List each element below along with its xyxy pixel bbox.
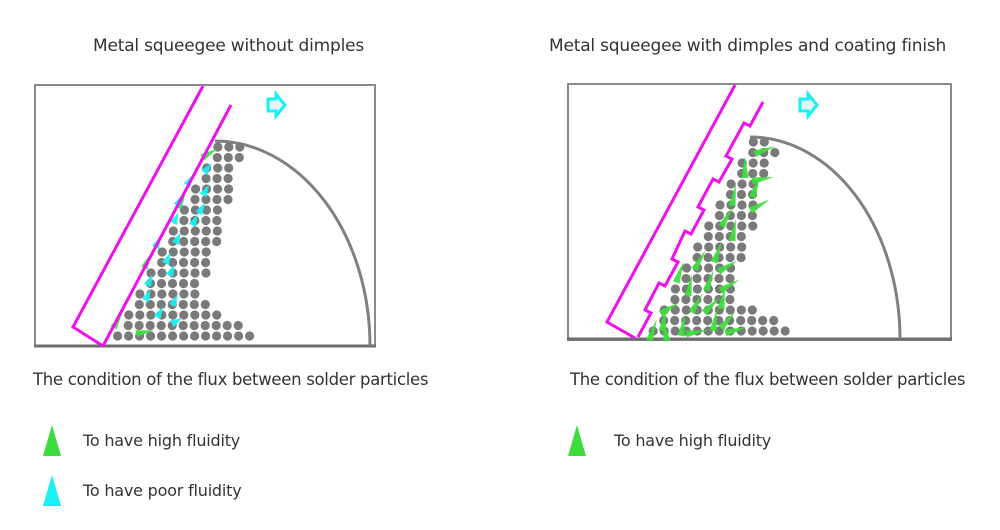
solder-particles — [113, 142, 255, 341]
squeegee-smooth — [71, 85, 233, 348]
left-diagram — [34, 84, 376, 348]
direction-arrow-icon — [266, 89, 287, 121]
cyan-triangle-icon — [43, 475, 61, 506]
legend-label: To have high fluidity — [614, 431, 772, 450]
right-panel-title: Metal squeegee with dimples and coating … — [549, 36, 947, 56]
flux-indicators — [645, 146, 776, 342]
left-legend-high: To have high fluidity — [43, 425, 240, 456]
left-caption: The condition of the flux between solder… — [33, 370, 429, 389]
right-frame — [567, 83, 952, 341]
left-solder-arc — [214, 139, 372, 347]
legend-label: To have poor fluidity — [83, 481, 242, 500]
right-legend-high: To have high fluidity — [568, 425, 771, 456]
direction-arrow-icon — [798, 89, 819, 121]
right-diagram — [567, 83, 952, 342]
green-triangle-icon — [568, 425, 586, 456]
legend-label: To have high fluidity — [83, 431, 241, 450]
left-panel-title: Metal squeegee without dimples — [93, 36, 365, 56]
right-solder-arc — [749, 135, 902, 340]
squeegee-dimpled — [604, 84, 765, 340]
green-triangle-icon — [43, 425, 61, 456]
right-caption: The condition of the flux between solder… — [570, 370, 966, 389]
left-legend-poor: To have poor fluidity — [43, 475, 242, 506]
